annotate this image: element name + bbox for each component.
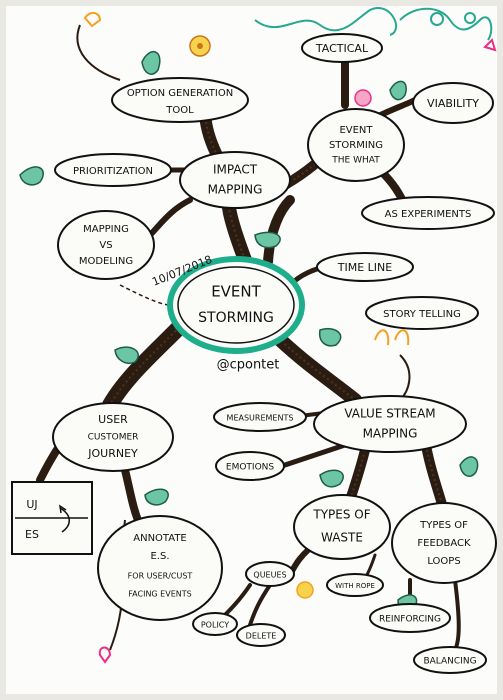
leaf-decorations [19, 51, 479, 612]
node-types-of-feedback-line3: LOOPS [427, 556, 460, 567]
node-option-generation: OPTION GENERATION TOOL [111, 77, 249, 123]
node-option-generation-line1: OPTION GENERATION [127, 88, 233, 99]
node-mapping-vs-modeling-line1: MAPPING [83, 224, 129, 235]
node-annotate-line2: E.S. [150, 551, 169, 562]
node-story-telling: STORY TELLING [365, 296, 479, 330]
flower-decorations [83, 12, 497, 664]
node-annotate-line3: FOR USER/CUST [128, 572, 193, 581]
node-viability: VIABILITY [412, 82, 494, 124]
node-user-journey-line1: USER [98, 413, 128, 426]
node-user-journey-line2: CUSTOMER [88, 433, 139, 443]
node-viability-label: VIABILITY [427, 97, 479, 110]
node-value-stream-line1: VALUE STREAM [344, 407, 435, 421]
node-timeline: TIME LINE [316, 252, 414, 282]
node-story-telling-label: STORY TELLING [383, 309, 461, 320]
node-with-rope-label: WITH ROPE [335, 582, 375, 590]
node-mapping-vs-modeling-line3: MODELING [79, 256, 133, 267]
node-prioritization-label: PRIORITIZATION [73, 166, 153, 177]
node-annotate-line1: ANNOTATE [133, 533, 187, 544]
node-emotions-label: EMOTIONS [226, 463, 275, 473]
node-as-experiments: AS EXPERIMENTS [361, 196, 495, 230]
center-title-line1: EVENT [211, 283, 261, 301]
es-label: ES [25, 528, 39, 541]
node-value-stream-line2: MAPPING [363, 427, 418, 441]
node-reinforcing-label: REINFORCING [379, 615, 441, 625]
node-tactical-label: TACTICAL [315, 42, 369, 55]
uj-label: UJ [26, 498, 37, 511]
node-as-experiments-label: AS EXPERIMENTS [385, 209, 472, 220]
node-types-of-feedback: TYPES OF FEEDBACK LOOPS [391, 502, 497, 584]
node-annotate-line4: FACING EVENTS [128, 590, 191, 599]
node-impact-mapping-line1: IMPACT [213, 163, 258, 177]
node-measurements: MEASUREMENTS [213, 402, 307, 432]
node-types-of-waste-line2: WASTE [321, 531, 363, 545]
node-user-journey: USER CUSTOMER JOURNEY [52, 402, 174, 472]
node-delete: DELETE [236, 623, 286, 647]
node-value-stream: VALUE STREAM MAPPING [313, 395, 467, 453]
center-title-line2: STORMING [198, 310, 274, 326]
node-policy: POLICY [192, 612, 238, 636]
node-tactical: TACTICAL [301, 33, 383, 63]
vine-decoration [254, 7, 493, 41]
node-balancing-label: BALANCING [423, 657, 476, 667]
node-reinforcing: REINFORCING [369, 603, 451, 633]
node-delete-label: DELETE [246, 632, 277, 641]
author-handle: @cpontet [217, 358, 280, 373]
node-mapping-vs-modeling: MAPPING VS MODELING [57, 210, 155, 280]
node-timeline-label: TIME LINE [337, 261, 393, 274]
node-queues-label: QUEUES [253, 571, 286, 580]
node-user-journey-line3: JOURNEY [87, 447, 138, 460]
node-annotate: ANNOTATE E.S. FOR USER/CUST FACING EVENT… [97, 515, 223, 621]
node-impact-mapping-line2: MAPPING [208, 183, 263, 197]
node-measurements-label: MEASUREMENTS [227, 414, 294, 423]
node-event-storming-what-line3: THE WHAT [331, 156, 380, 166]
node-types-of-waste-line1: TYPES OF [312, 508, 370, 522]
node-mapping-vs-modeling-line2: VS [99, 240, 112, 251]
node-event-storming-what-line2: STORMING [329, 140, 383, 151]
center-node: EVENT STORMING [167, 256, 305, 354]
uj-es-box: UJ ES [11, 481, 93, 555]
node-impact-mapping: IMPACT MAPPING [179, 151, 291, 209]
node-prioritization: PRIORITIZATION [54, 153, 172, 187]
node-types-of-feedback-line1: TYPES OF [419, 520, 468, 531]
node-balancing: BALANCING [413, 646, 487, 674]
node-with-rope: WITH ROPE [326, 573, 384, 597]
node-types-of-waste: TYPES OF WASTE [293, 494, 391, 560]
node-queues: QUEUES [245, 561, 295, 587]
node-policy-label: POLICY [201, 621, 229, 630]
node-types-of-feedback-line2: FEEDBACK [417, 538, 471, 549]
node-option-generation-line2: TOOL [165, 105, 194, 116]
node-event-storming-what-line1: EVENT [339, 125, 373, 136]
node-emotions: EMOTIONS [215, 451, 285, 481]
node-event-storming-what: EVENT STORMING THE WHAT [307, 108, 405, 182]
